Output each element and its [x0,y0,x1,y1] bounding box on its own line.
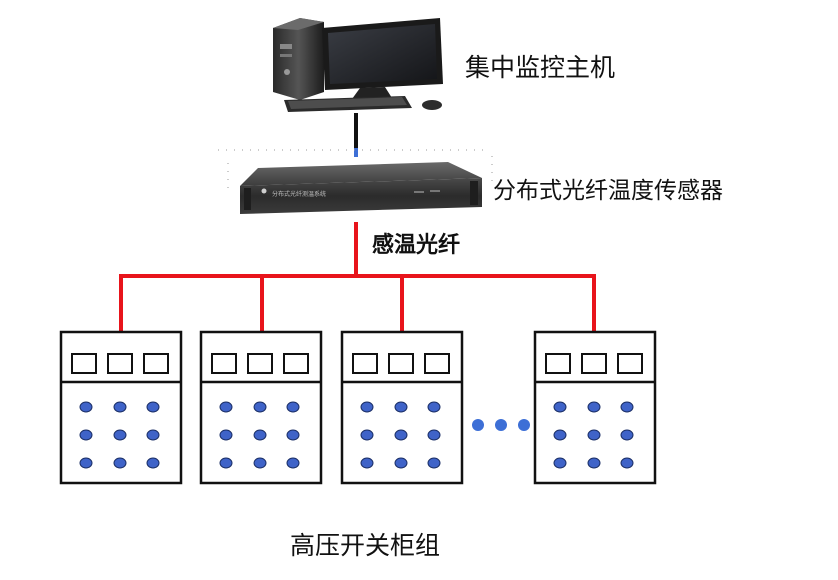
sensor-label: 分布式光纤温度传感器 [493,178,723,204]
cabinets-label: 高压开关柜组 [290,531,440,560]
switchgear-cabinet [59,330,183,485]
device-faceplate-text: 分布式光纤测温系统 [272,190,326,198]
pc-tower-icon [273,18,324,100]
keyboard-icon [284,96,412,112]
host-computer [273,18,443,112]
sensor-device: 分布式光纤测温系统 [240,162,482,214]
device-guide-lines [218,149,493,190]
switchgear-cabinet [533,330,657,485]
rack-unit-icon [240,162,482,214]
monitor-icon [322,18,443,99]
switchgear-cabinet [340,330,464,485]
switchgear-cabinet [199,330,323,485]
more-cabinets-ellipsis [472,419,530,431]
mouse-icon [422,100,442,110]
fiber-label: 感温光纤 [372,232,460,258]
cabinet-group [59,330,657,485]
sensing-fiber [119,222,596,332]
host-label: 集中监控主机 [465,53,615,82]
